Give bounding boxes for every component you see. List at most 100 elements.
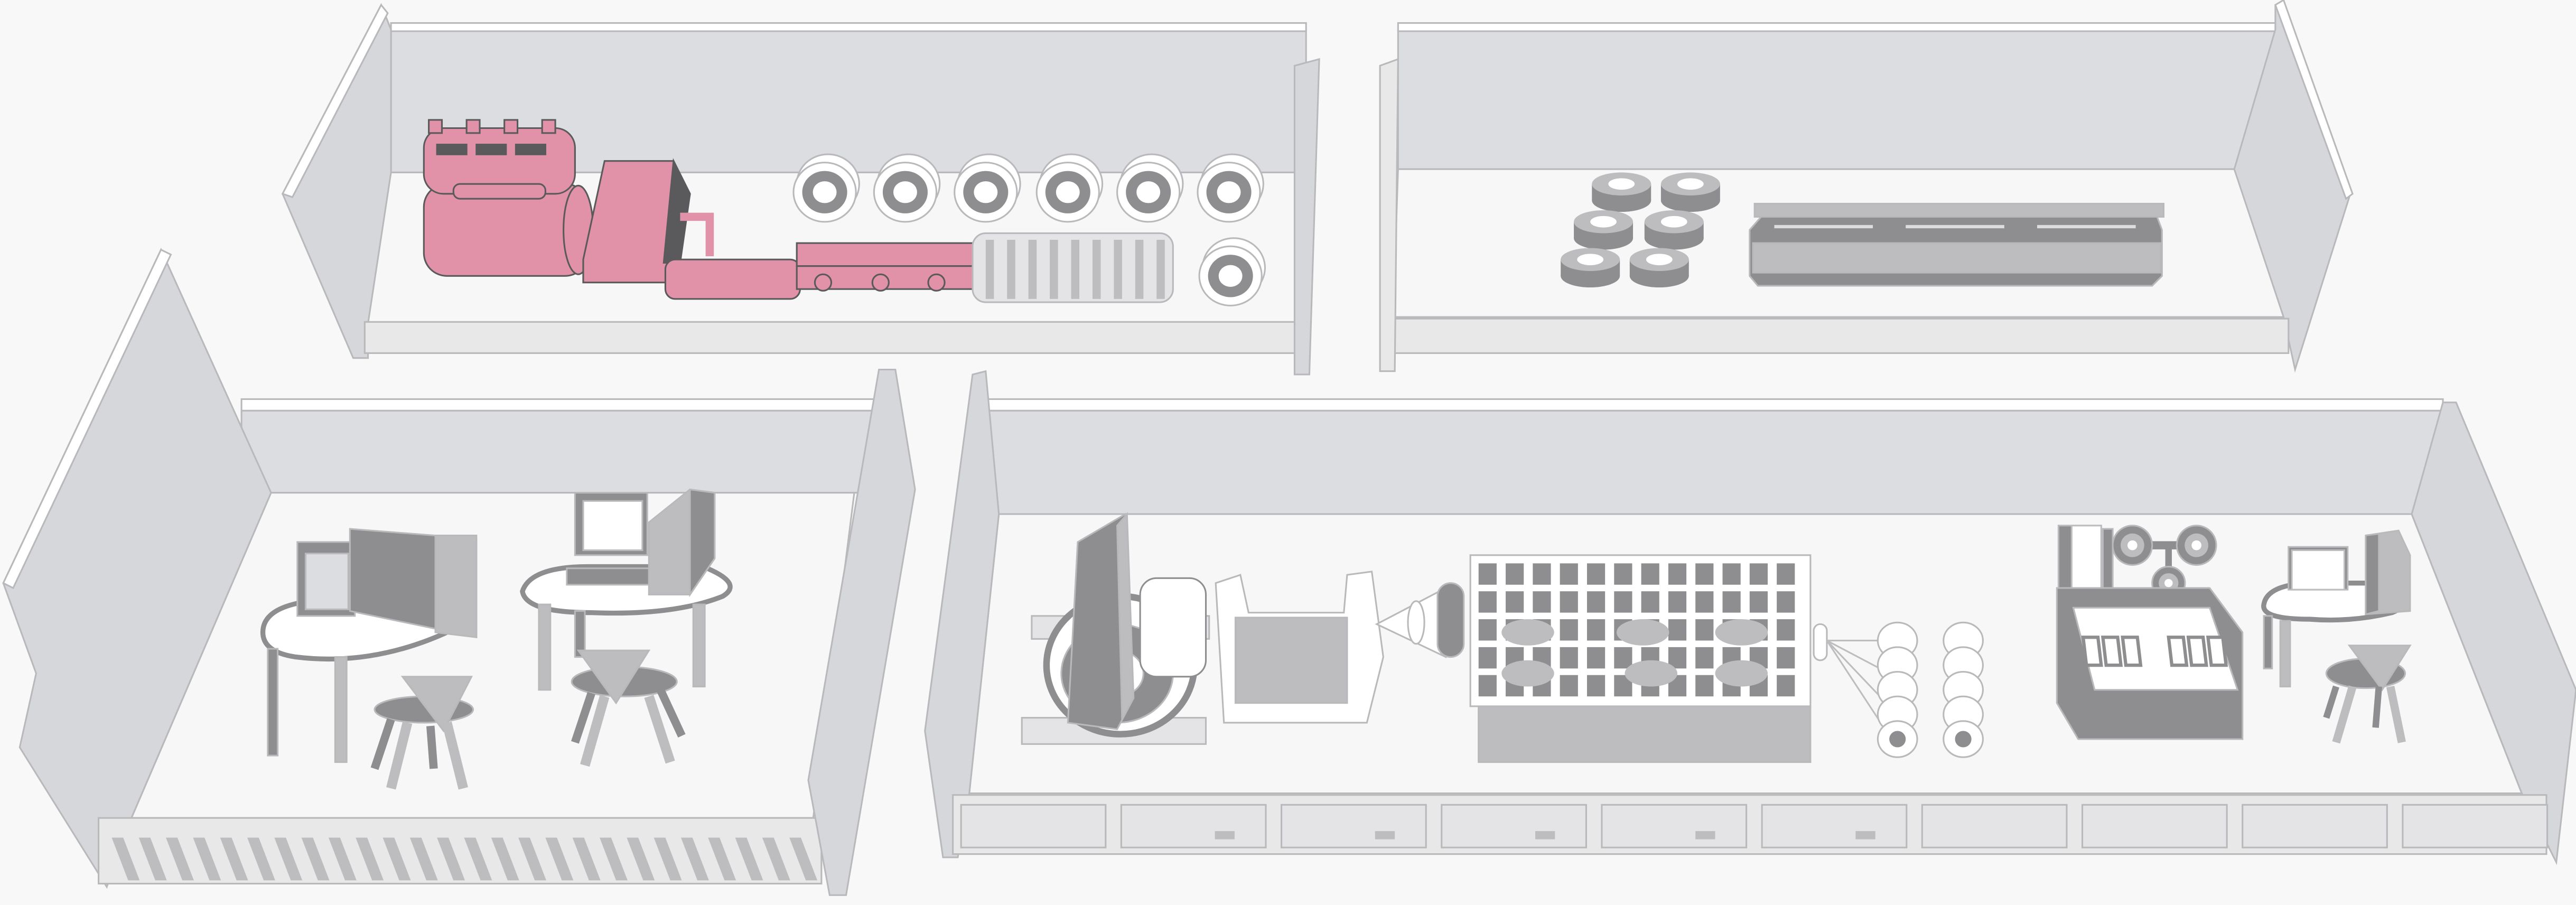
ledge-stripes bbox=[111, 837, 818, 881]
drum-slat bbox=[1695, 591, 1714, 613]
ledge-panel bbox=[1761, 804, 1908, 848]
ledge-panel bbox=[1921, 804, 2068, 848]
reel-hole bbox=[1677, 178, 1704, 190]
ledge-stripe bbox=[735, 837, 763, 881]
left-wall-edge bbox=[281, 3, 389, 198]
drum-rib bbox=[1156, 239, 1165, 299]
spool-center bbox=[1218, 265, 1243, 287]
drum-highlight bbox=[1616, 619, 1669, 646]
press-bed bbox=[1749, 202, 2165, 287]
spool-row bbox=[792, 153, 1266, 306]
room-production bbox=[924, 370, 2576, 865]
drum-slat bbox=[1641, 591, 1659, 613]
drum-slat bbox=[1695, 563, 1714, 585]
console-switch bbox=[2121, 636, 2143, 667]
drum-slat bbox=[1668, 563, 1687, 585]
dial-center bbox=[2164, 579, 2173, 587]
drum-slat bbox=[1560, 563, 1578, 585]
right-wall bbox=[807, 368, 916, 896]
spool bbox=[1116, 153, 1184, 223]
ledge-panel bbox=[960, 804, 1107, 848]
ledge-stripe bbox=[301, 837, 330, 881]
drum-slat bbox=[1695, 675, 1714, 697]
drum-slat bbox=[1586, 675, 1606, 697]
bobbin-core bbox=[1955, 731, 1972, 748]
drum-slat bbox=[1533, 591, 1551, 613]
drum-highlight bbox=[1625, 660, 1677, 687]
ledge-stripe bbox=[193, 837, 221, 881]
drum-slat bbox=[1614, 591, 1632, 613]
drum-slat bbox=[1777, 675, 1795, 697]
drum-slat bbox=[1560, 647, 1578, 669]
drum-slat bbox=[1722, 591, 1741, 613]
ledge-panel bbox=[2402, 804, 2549, 848]
vent-slot bbox=[1215, 831, 1235, 839]
reel bbox=[1561, 248, 1620, 288]
spool bbox=[1035, 153, 1104, 223]
drum-slat bbox=[1478, 619, 1497, 641]
ledge-stripe bbox=[437, 837, 465, 881]
dial-center bbox=[2127, 540, 2138, 551]
drum-rib bbox=[1114, 239, 1122, 299]
spool bbox=[792, 153, 860, 223]
bobbin-core bbox=[1889, 731, 1906, 748]
back-wall bbox=[240, 409, 875, 494]
reel-bottom bbox=[1574, 227, 1634, 250]
vent-slot bbox=[1695, 831, 1715, 839]
drum-slat bbox=[1668, 591, 1687, 613]
conveyor-pipe bbox=[664, 242, 982, 300]
drum-slat bbox=[1668, 619, 1687, 641]
spool-center bbox=[1056, 181, 1080, 203]
ledge-stripe bbox=[680, 837, 709, 881]
drum-slat bbox=[1695, 647, 1714, 669]
drum-slat bbox=[1478, 675, 1497, 697]
drum-slat bbox=[1560, 675, 1578, 697]
drum-slat bbox=[1478, 563, 1497, 585]
vent-slot bbox=[1535, 831, 1555, 839]
ledge-stripe bbox=[138, 837, 167, 881]
left-post bbox=[1379, 58, 1399, 372]
reel bbox=[1644, 210, 1704, 250]
drum-slat bbox=[1560, 619, 1578, 641]
ledge-stripe bbox=[708, 837, 736, 881]
reel-bottom bbox=[1644, 227, 1704, 250]
drum-rib bbox=[985, 239, 994, 299]
ledge-stripe bbox=[166, 837, 194, 881]
reel-hole bbox=[1646, 254, 1673, 266]
ledge-stripe bbox=[274, 837, 303, 881]
ledge-panel bbox=[1281, 804, 1427, 848]
drum-slat bbox=[1668, 647, 1687, 669]
right-wall bbox=[2411, 402, 2576, 865]
spool-center bbox=[893, 181, 917, 203]
drum-rib bbox=[1007, 239, 1015, 299]
spool-center bbox=[1217, 181, 1241, 203]
right-wall bbox=[1293, 58, 1320, 376]
ledge-stripe bbox=[654, 837, 682, 881]
drum-slat bbox=[1506, 563, 1524, 585]
console-switch bbox=[2101, 636, 2123, 667]
rotary-drum bbox=[1469, 554, 1812, 763]
reel bbox=[1629, 248, 1689, 288]
ledge-stripe bbox=[789, 837, 818, 881]
drum-slat bbox=[1614, 563, 1632, 585]
tank bbox=[1215, 571, 1384, 724]
reel bbox=[1574, 210, 1634, 250]
drum-highlight bbox=[1715, 619, 1768, 646]
drum-slat bbox=[1614, 647, 1632, 669]
back-wall bbox=[1397, 29, 2276, 170]
room-office bbox=[2, 247, 916, 896]
front-ledge bbox=[363, 321, 1299, 354]
stool bbox=[370, 676, 474, 790]
reel bbox=[1660, 172, 1720, 212]
ledge-stripe bbox=[545, 837, 574, 881]
ledge-panel bbox=[2242, 804, 2388, 848]
wall-top-edge bbox=[390, 22, 1307, 32]
drum-slat bbox=[1560, 591, 1578, 613]
console-switch bbox=[2081, 636, 2103, 667]
drum-rib bbox=[1135, 239, 1144, 299]
ledge-panel bbox=[1120, 804, 1267, 848]
spool bbox=[954, 153, 1021, 223]
reel-bottom bbox=[1629, 264, 1689, 288]
ledge-stripe bbox=[111, 837, 140, 881]
